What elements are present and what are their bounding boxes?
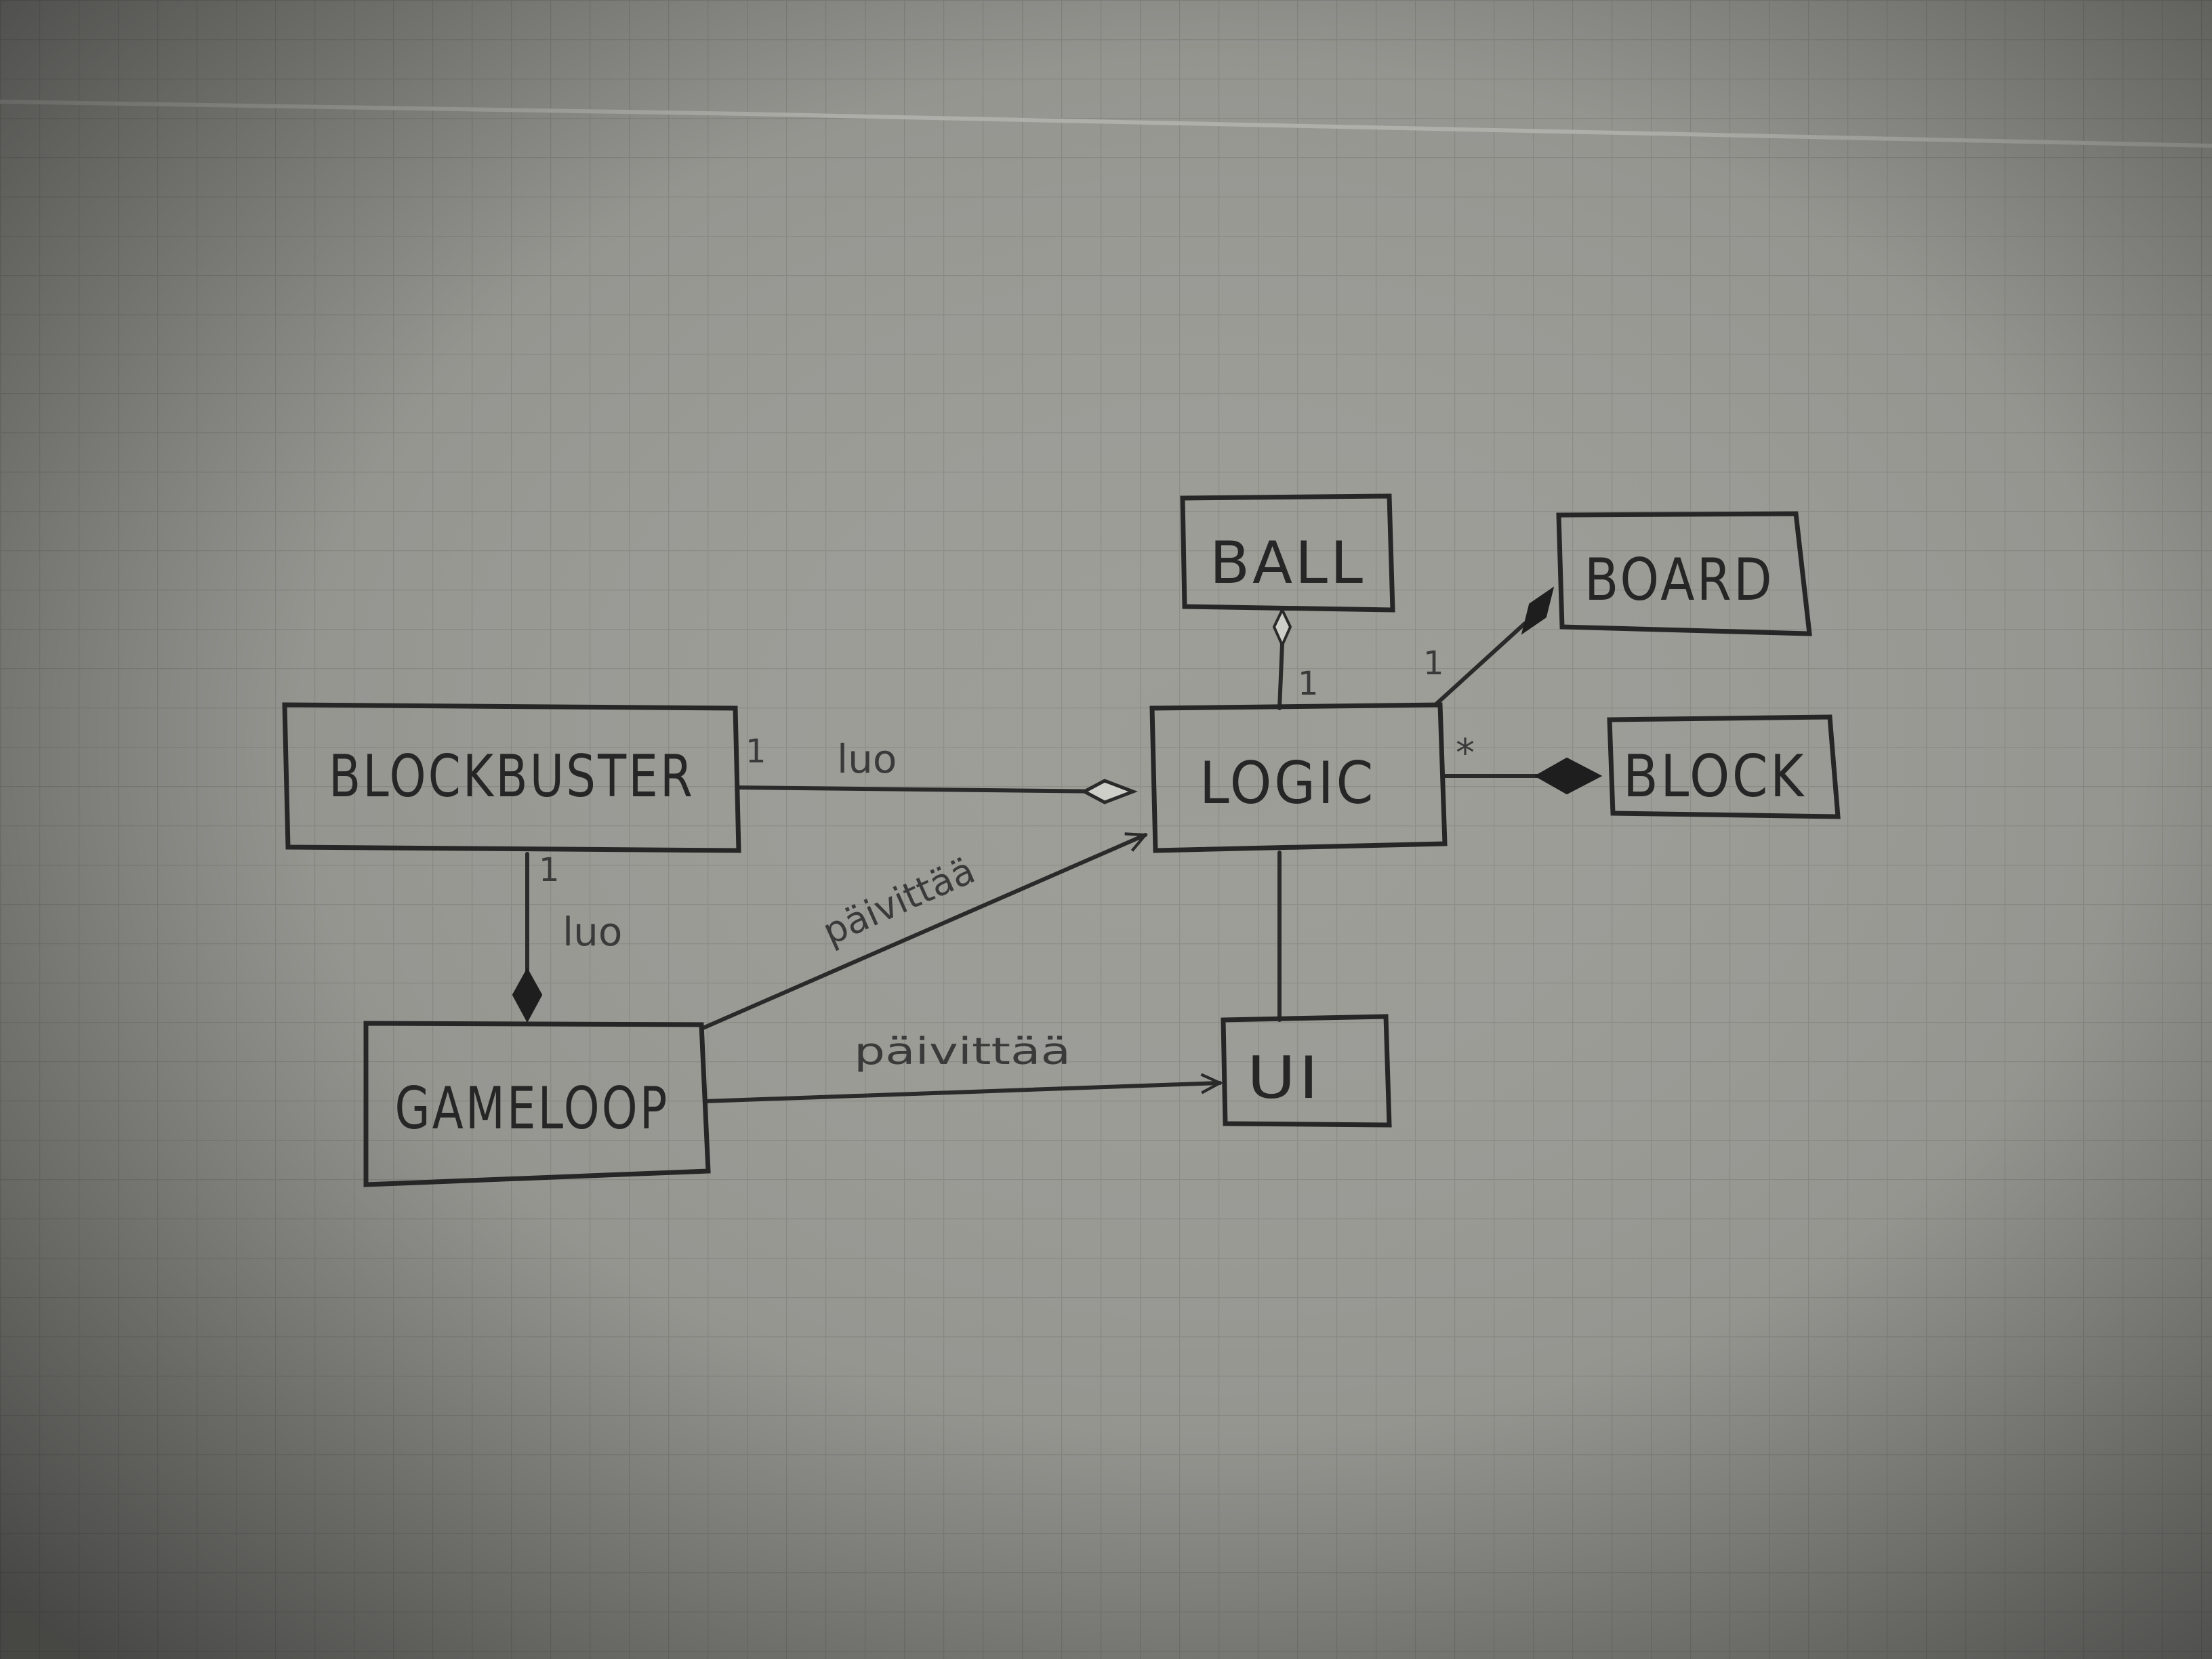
mult-board-logic: 1 — [1423, 644, 1444, 682]
mult-block-logic: * — [1456, 731, 1475, 775]
blockbuster-label: BLOCKBUSTER — [329, 743, 695, 811]
diamond-board — [1521, 586, 1555, 635]
box-gameloop: GAMELOOP — [363, 1021, 711, 1187]
edge-blockbuster-logic — [737, 785, 1113, 794]
mult-blockbuster-gameloop: 1 — [539, 851, 560, 889]
box-blockbuster: BLOCKBUSTER — [282, 702, 741, 853]
mult-blockbuster-logic: 1 — [745, 733, 766, 771]
edge-gameloop-ui — [703, 1083, 1220, 1103]
gameloop-label: GAMELOOP — [395, 1075, 670, 1143]
board-label: BOARD — [1584, 546, 1774, 614]
box-block: BLOCK — [1607, 714, 1841, 819]
box-ball: BALL — [1180, 493, 1395, 613]
box-board: BOARD — [1556, 511, 1812, 636]
box-ui: UI — [1221, 1014, 1392, 1128]
diamonds — [512, 586, 1603, 1023]
diamond-logic-blockbuster — [1080, 779, 1139, 804]
ui-label: UI — [1247, 1044, 1322, 1112]
role-blockbuster-logic: luo — [837, 736, 897, 782]
mult-ball-logic: 1 — [1298, 665, 1319, 703]
ball-label: BALL — [1210, 529, 1366, 597]
edge-board-logic — [1433, 621, 1527, 707]
edge-gameloop-logic — [699, 835, 1145, 1031]
block-label: BLOCK — [1623, 743, 1806, 811]
diamond-block — [1534, 757, 1603, 795]
diamond-gameloop — [512, 967, 543, 1023]
role-blockbuster-gameloop: luo — [562, 909, 622, 955]
role-gameloop-ui: päivittää — [854, 1030, 1071, 1073]
box-logic: LOGIC — [1149, 702, 1448, 853]
edge-ball-logic — [1277, 642, 1284, 710]
diamond-ball — [1272, 607, 1292, 649]
connections — [525, 621, 1554, 1103]
logic-label: LOGIC — [1200, 750, 1376, 817]
